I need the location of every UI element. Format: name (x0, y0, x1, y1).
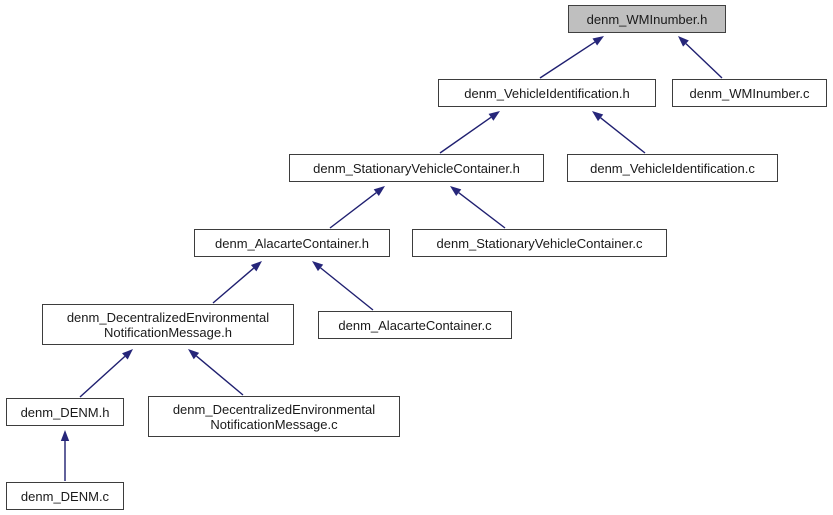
graph-node-label: denm_WMInumber.h (586, 11, 708, 27)
arrowhead-icon (592, 111, 604, 122)
graph-node-denm_message_c[interactable]: denm_DecentralizedEnvironmental Notifica… (148, 396, 400, 437)
graph-node-alacartecontainer_h[interactable]: denm_AlacarteContainer.h (194, 229, 390, 257)
graph-node-stationaryvehiclecontainer_h[interactable]: denm_StationaryVehicleContainer.h (289, 154, 544, 182)
graph-node-denm_message_h[interactable]: denm_DecentralizedEnvironmental Notifica… (42, 304, 294, 345)
graph-node-vehicleidentification_h[interactable]: denm_VehicleIdentification.h (438, 79, 656, 107)
graph-node-wminumber_c[interactable]: denm_WMInumber.c (672, 79, 827, 107)
graph-node-denm_h[interactable]: denm_DENM.h (6, 398, 124, 426)
graph-node-label: denm_AlacarteContainer.h (215, 235, 369, 251)
edge-vehicleidentification_c-to-vehicleidentification_h (592, 111, 646, 154)
edge-denm_c-to-denm_h (60, 430, 70, 481)
arrowhead-icon (373, 186, 385, 197)
edge-line (212, 267, 255, 304)
graph-node-label: denm_DecentralizedEnvironmental Notifica… (172, 401, 376, 432)
graph-node-label: denm_VehicleIdentification.h (464, 85, 630, 101)
arrowhead-icon (312, 261, 324, 272)
edge-line (195, 355, 244, 396)
edge-vehicleidentification_h-to-wminumber_h (539, 36, 604, 79)
graph-node-label: denm_StationaryVehicleContainer.c (436, 235, 643, 251)
edge-wminumber_c-to-wminumber_h (678, 36, 723, 79)
edge-line (600, 117, 646, 154)
graph-node-label: denm_VehicleIdentification.c (590, 160, 755, 176)
graph-node-label: denm_AlacarteContainer.c (338, 317, 492, 333)
edge-line (458, 192, 506, 229)
graph-node-label: denm_DENM.h (20, 404, 110, 420)
arrowhead-icon (488, 111, 500, 121)
graph-node-vehicleidentification_c[interactable]: denm_VehicleIdentification.c (567, 154, 778, 182)
arrowhead-icon (122, 349, 133, 360)
arrowhead-icon (678, 36, 689, 47)
edge-line (320, 267, 374, 311)
arrowhead-icon (60, 430, 70, 441)
edge-stationaryvehiclecontainer_c-to-stationaryvehiclecontainer_h (450, 186, 506, 229)
graph-node-alacartecontainer_c[interactable]: denm_AlacarteContainer.c (318, 311, 512, 339)
arrowhead-icon (592, 36, 604, 46)
graph-node-label: denm_DecentralizedEnvironmental Notifica… (66, 309, 270, 340)
edge-alacartecontainer_c-to-alacartecontainer_h (312, 261, 374, 311)
edge-stationaryvehiclecontainer_h-to-vehicleidentification_h (439, 111, 500, 154)
edge-denm_message_h-to-alacartecontainer_h (212, 261, 262, 304)
edge-line (439, 116, 492, 154)
graph-node-denm_c[interactable]: denm_DENM.c (6, 482, 124, 510)
graph-node-stationaryvehiclecontainer_c[interactable]: denm_StationaryVehicleContainer.c (412, 229, 667, 257)
edge-line (539, 41, 596, 79)
edge-line (329, 192, 377, 229)
graph-node-wminumber_h[interactable]: denm_WMInumber.h (568, 5, 726, 33)
edge-denm_h-to-denm_message_h (79, 349, 133, 398)
edge-line (685, 43, 723, 79)
arrowhead-icon (250, 261, 262, 272)
graph-node-label: denm_DENM.c (20, 488, 110, 504)
edge-alacartecontainer_h-to-stationaryvehiclecontainer_h (329, 186, 385, 229)
graph-node-label: denm_StationaryVehicleContainer.h (313, 160, 520, 176)
graph-node-label: denm_WMInumber.c (689, 85, 810, 101)
arrowhead-icon (188, 349, 200, 360)
edge-line (79, 355, 126, 398)
arrowhead-icon (450, 186, 462, 197)
edge-denm_message_c-to-denm_message_h (188, 349, 244, 396)
